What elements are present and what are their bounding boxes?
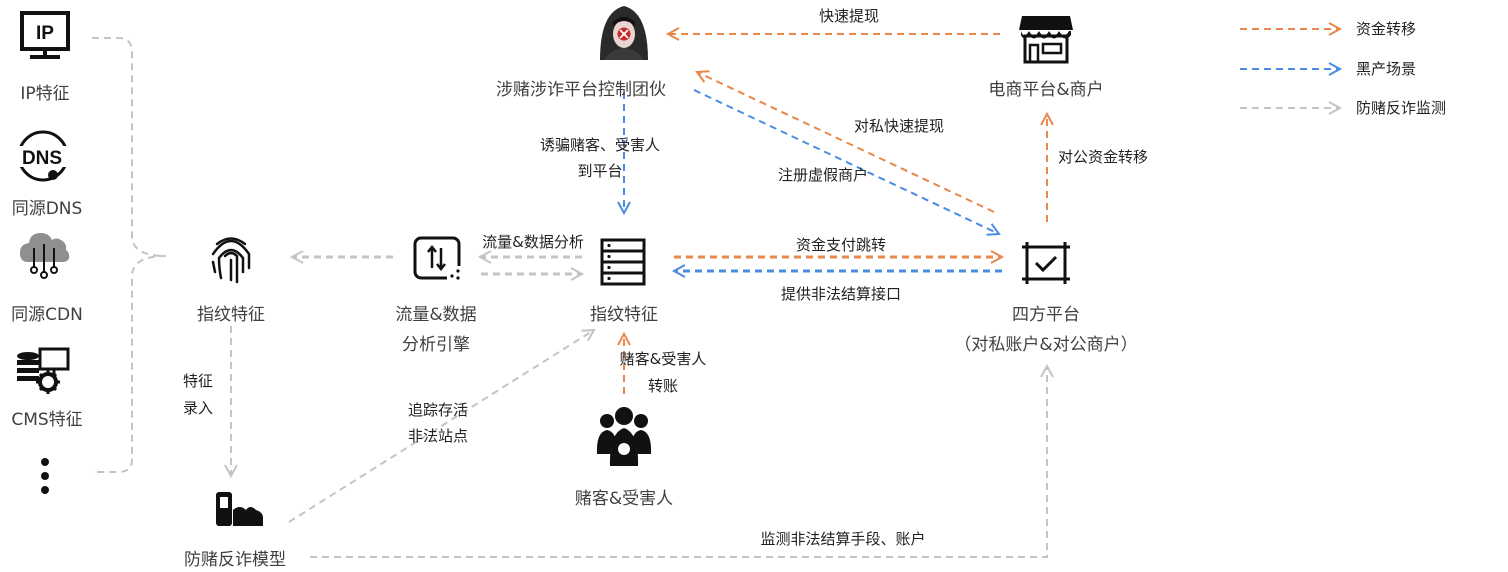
victim-transfer-label-2: 转账 — [647, 377, 679, 395]
fingerprint-icon — [211, 237, 251, 284]
lure-label-2: 到平台 — [577, 162, 623, 180]
victim-transfer-label-1: 赌客&受害人 — [619, 350, 707, 368]
legend-black-market: 黑产场景 — [1356, 60, 1417, 78]
quick-withdraw-label: 快速提现 — [818, 7, 880, 25]
ip-icon: IP — [20, 11, 70, 59]
cdn-cloud-icon — [20, 233, 70, 279]
shop-store-icon — [1019, 16, 1073, 64]
legend-fund-transfer: 资金转移 — [1356, 20, 1417, 38]
track-sites-label-2: 非法站点 — [407, 427, 469, 445]
analysis-engine-label-2: 分析引擎 — [402, 335, 470, 355]
settlement-interface-label: 提供非法结算接口 — [780, 285, 902, 303]
sifang-platform-label: 四方平台 — [1012, 305, 1080, 325]
ecommerce-label: 电商平台&商户 — [988, 80, 1104, 100]
monitor-settlement-arrow — [310, 363, 1054, 558]
dns-icon-text: DNS — [22, 148, 62, 169]
feature-input-label-1: 特征 — [183, 372, 214, 390]
payment-redirect-label: 资金支付跳转 — [795, 236, 887, 254]
anti-fraud-model-icon — [216, 492, 263, 526]
monitor-settlement-label: 监测非法结算手段、账户 — [760, 530, 926, 548]
private-withdraw-label: 对私快速提现 — [853, 117, 945, 135]
legend-anti-fraud-monitor: 防赌反诈监测 — [1356, 99, 1447, 117]
private-withdraw-arrow — [695, 70, 995, 213]
hacker-gang-icon — [600, 6, 648, 60]
victims-crowd-icon — [596, 407, 652, 466]
sifang-platform-icon — [1022, 242, 1070, 284]
cms-feature-label: CMS特征 — [11, 410, 83, 430]
anti-fraud-model-label: 防赌反诈模型 — [184, 550, 286, 570]
more-ellipsis-icon — [41, 458, 49, 494]
server-fingerprint-label: 指纹特征 — [590, 305, 658, 325]
dns-icon: DNS — [15, 130, 69, 182]
victims-label: 赌客&受害人 — [574, 489, 674, 509]
traffic-analysis-label: 流量&数据分析 — [482, 233, 584, 251]
register-fake-merchant-arrow — [693, 89, 1001, 236]
track-sites-label-1: 追踪存活 — [407, 401, 469, 419]
feature-input-label-2: 录入 — [183, 399, 214, 417]
gang-label: 涉赌涉诈平台控制团伙 — [496, 80, 666, 100]
analysis-engine-label-1: 流量&数据 — [395, 305, 477, 325]
ip-icon-text: IP — [36, 23, 54, 44]
register-fake-merchant-label: 注册虚假商户 — [777, 166, 869, 184]
track-sites-arrow — [288, 328, 596, 523]
same-source-cdn-label: 同源CDN — [11, 305, 83, 325]
public-transfer-label: 对公资金转移 — [1058, 148, 1149, 166]
feature-group-bracket — [92, 37, 167, 473]
server-icon — [600, 238, 646, 286]
fingerprint-feature-label: 指纹特征 — [197, 305, 265, 325]
same-source-dns-label: 同源DNS — [11, 199, 83, 219]
lure-label-1: 诱骗赌客、受害人 — [539, 136, 661, 154]
sifang-platform-sublabel: （对私账户&对公商户） — [954, 335, 1138, 355]
analysis-engine-icon — [413, 236, 463, 282]
ip-feature-label: IP特征 — [20, 84, 70, 104]
cms-database-gear-icon — [17, 347, 70, 394]
